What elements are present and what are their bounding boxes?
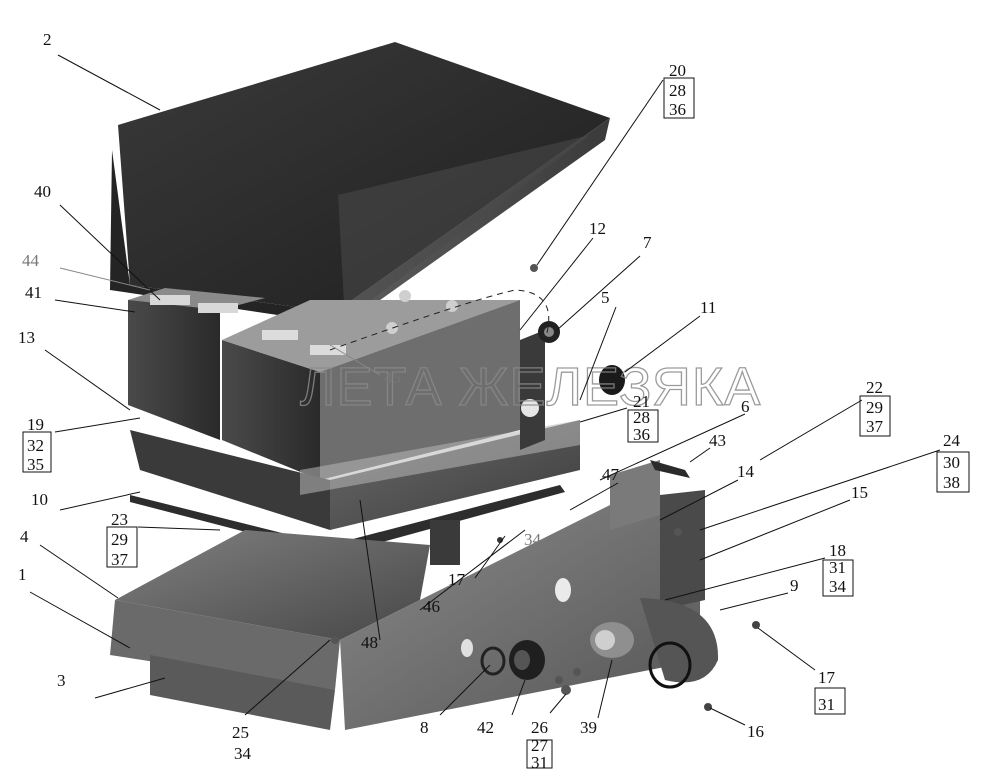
callout-32: 32 xyxy=(27,436,44,455)
callout-15: 15 xyxy=(851,483,868,502)
callout-13: 13 xyxy=(18,328,35,347)
callout-38: 38 xyxy=(943,473,960,492)
fasteners-part xyxy=(322,264,760,711)
callout-4: 4 xyxy=(20,527,29,546)
leader-lines xyxy=(29,54,941,726)
callout-27: 27 xyxy=(531,736,549,755)
base-frame-part xyxy=(110,460,705,730)
callout-48: 48 xyxy=(361,633,378,652)
switch-knob-part xyxy=(480,640,545,680)
callout-labels: 2 40 44 41 13 19 32 35 10 23 29 37 4 1 3… xyxy=(18,30,961,772)
callout-5: 5 xyxy=(601,288,610,307)
ground-switch-part xyxy=(590,598,719,689)
callout-22: 22 xyxy=(866,378,883,397)
callout-20: 20 xyxy=(669,61,686,80)
rubber-cap-part xyxy=(599,365,625,395)
callout-43: 43 xyxy=(709,431,726,450)
callout-34-c: 34 xyxy=(524,530,542,549)
callout-11: 11 xyxy=(700,298,716,317)
callout-31-a: 31 xyxy=(829,558,846,577)
battery-left-part xyxy=(128,288,265,440)
terminal-cap-part xyxy=(538,321,560,343)
callout-45: 45 xyxy=(384,368,401,387)
callout-30: 30 xyxy=(943,453,960,472)
callout-47: 47 xyxy=(602,465,620,484)
callout-46: 46 xyxy=(423,597,440,616)
callout-19: 19 xyxy=(27,415,44,434)
callout-24: 24 xyxy=(943,431,961,450)
callout-12: 12 xyxy=(589,219,606,238)
battery-right-part xyxy=(222,290,520,480)
callout-18: 18 xyxy=(829,541,846,560)
callout-23: 23 xyxy=(111,510,128,529)
callout-6: 6 xyxy=(741,397,750,416)
callout-7: 7 xyxy=(643,233,652,252)
callout-16: 16 xyxy=(747,722,764,741)
callout-25: 25 xyxy=(232,723,249,742)
callout-9: 9 xyxy=(790,576,799,595)
callout-34-a: 34 xyxy=(234,744,252,763)
callout-28-b: 28 xyxy=(633,408,650,427)
bracket-clip-part xyxy=(650,460,690,478)
callout-2: 2 xyxy=(43,30,52,49)
callout-17-a: 17 xyxy=(818,668,836,687)
callout-42: 42 xyxy=(477,718,494,737)
callout-31-b: 31 xyxy=(818,695,835,714)
callout-26: 26 xyxy=(531,718,548,737)
callout-37-a: 37 xyxy=(111,550,129,569)
callout-39: 39 xyxy=(580,718,597,737)
callout-41: 41 xyxy=(25,283,42,302)
callout-44: 44 xyxy=(22,251,40,270)
lid-cover-part xyxy=(110,42,610,325)
callout-21: 21 xyxy=(633,392,650,411)
callout-34-b: 34 xyxy=(829,577,847,596)
watermark-text: ЛЕТА ЖЕЛЕЗЯКА xyxy=(300,357,761,417)
callout-29-a: 29 xyxy=(111,530,128,549)
callout-36-a: 36 xyxy=(669,100,686,119)
callout-14: 14 xyxy=(737,462,755,481)
reference-boxes xyxy=(22,77,970,769)
callout-29-b: 29 xyxy=(866,398,883,417)
callout-31-c: 31 xyxy=(531,753,548,772)
callout-37-b: 37 xyxy=(866,417,884,436)
callout-40: 40 xyxy=(34,182,51,201)
callout-28-a: 28 xyxy=(669,81,686,100)
callout-8: 8 xyxy=(420,718,429,737)
callout-1: 1 xyxy=(18,565,27,584)
callout-17-b: 17 xyxy=(448,570,466,589)
battery-tray-part xyxy=(130,330,580,530)
callout-10: 10 xyxy=(31,490,48,509)
callout-36-b: 36 xyxy=(633,425,650,444)
callout-3: 3 xyxy=(57,671,66,690)
callout-35: 35 xyxy=(27,455,44,474)
